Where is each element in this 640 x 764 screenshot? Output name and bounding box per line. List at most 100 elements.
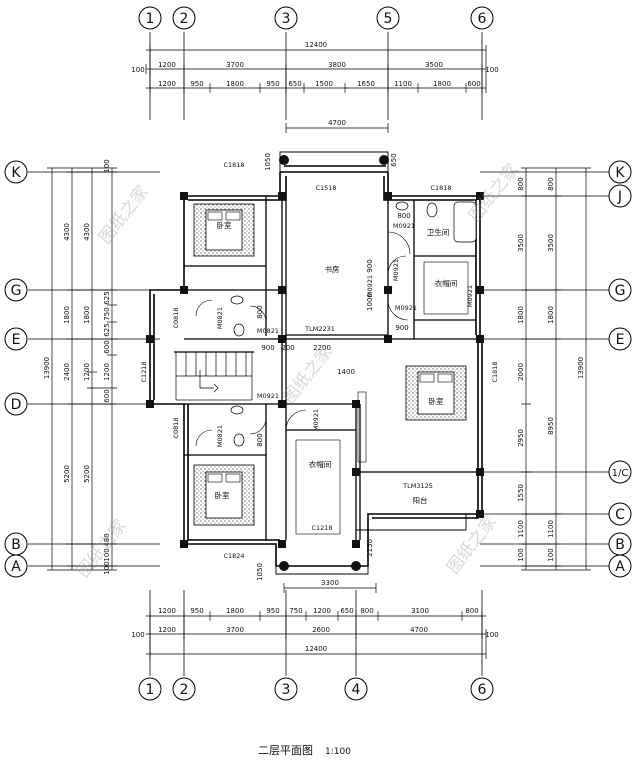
door-tag: M0821 (216, 425, 224, 447)
structural-columns (146, 155, 484, 571)
axis-bubbles-left (4, 160, 28, 578)
interior-dim: 800 (256, 305, 264, 318)
bottom-dim: 1200 (158, 626, 176, 634)
watermark-text: 图纸之家 (443, 512, 501, 578)
left-dim: 5200 (83, 465, 91, 483)
window-tag: C1218 (140, 361, 148, 382)
top-dim: 1200 (158, 61, 176, 69)
window-tag: C1818 (223, 161, 244, 169)
right-dim: 2950 (517, 429, 525, 447)
right-dim: 100 (517, 548, 525, 561)
axis-label-right: B (615, 537, 625, 553)
axis-labels-right: K J G E 1/C C B A (612, 165, 629, 575)
right-dim: 1100 (547, 520, 555, 538)
right-total-dim: 13900 (577, 357, 585, 379)
axis-label-left: K (11, 165, 21, 181)
bottom-dim: 1200 (158, 607, 176, 615)
door-tag: M0821 (216, 307, 224, 329)
axis-label-bottom: 2 (180, 682, 189, 698)
left-dim: 1200 (83, 363, 91, 381)
interior-dims: 800 800 900 900 1000 900 2200 1400 800 2… (256, 153, 411, 581)
bottom-edge-dim-left: 100 (131, 631, 144, 639)
top-dim: 1200 (158, 80, 176, 88)
door-tag: TLM3125 (402, 482, 433, 490)
door-tag: M0921 (392, 259, 400, 281)
axis-label-right: G (615, 283, 626, 299)
door-tag: M0921 (257, 392, 279, 400)
bottom-dim: 650 (340, 607, 353, 615)
interior-dim: 800 (397, 212, 410, 220)
interior-dim: 2200 (313, 344, 331, 352)
right-dim: 1800 (517, 306, 525, 324)
staircase (175, 351, 253, 401)
interior-dim: 1400 (337, 368, 355, 376)
left-dim: 1800 (63, 306, 71, 324)
axis-bubbles-bottom (138, 677, 494, 701)
left-small-dim: 1200 (103, 363, 111, 381)
left-small-dim: 100 (103, 561, 111, 574)
axis-label-top: 1 (146, 11, 155, 27)
interior-dim: 900 (261, 344, 274, 352)
right-dim: 800 (547, 177, 555, 190)
room-bedroom-east: 卧室 (429, 396, 444, 406)
axis-labels-bottom: 1 2 3 4 6 (146, 682, 487, 698)
bottom-dim: 3100 (411, 607, 429, 615)
door-tag: M0921 (466, 285, 474, 307)
axis-label-bottom: 6 (478, 682, 487, 698)
closet-shelves (295, 261, 469, 535)
axis-label-right: A (615, 559, 625, 575)
axis-label-top: 5 (384, 11, 393, 27)
left-small-dim: 750 (103, 307, 111, 320)
top-dim: 650 (288, 80, 301, 88)
axis-label-left: G (11, 283, 22, 299)
axis-label-left: E (12, 332, 21, 348)
left-small-dim: 100 (103, 548, 111, 561)
window-tag: C1218 (311, 524, 332, 532)
axis-label-left: A (11, 559, 21, 575)
door-tag: M0921 (395, 304, 417, 312)
room-closet-east: 衣帽间 (435, 278, 458, 288)
top-dim: 3700 (226, 61, 244, 69)
window-tag: C1818 (491, 361, 499, 382)
interior-dim: 1000 (366, 293, 374, 311)
drawing-scale: 1:100 (325, 747, 351, 757)
bottom-dim: 1800 (226, 607, 244, 615)
watermark-text: 图纸之家 (95, 182, 153, 248)
top-dim: 1500 (315, 80, 333, 88)
top-dim: 1800 (226, 80, 244, 88)
top-dim: 1650 (357, 80, 375, 88)
top-dim: 950 (266, 80, 279, 88)
door-swings (195, 231, 411, 447)
axis-label-bottom: 1 (146, 682, 155, 698)
axis-label-right: E (616, 332, 625, 348)
axis-label-bottom: 3 (282, 682, 291, 698)
axis-label-top: 3 (282, 11, 291, 27)
bed-bottom-left (193, 464, 255, 526)
interior-dim: 200 (281, 344, 294, 352)
top-dim-labels: 12400 100 100 1200 3700 3800 3500 1200 9… (131, 41, 498, 127)
balcony-top-dim: 4700 (328, 119, 346, 127)
right-dim: 8950 (547, 417, 555, 435)
bathroom-fixtures (230, 201, 477, 447)
interior-dim: 650 (390, 153, 398, 166)
right-dim: 1800 (547, 306, 555, 324)
top-dim: 950 (190, 80, 203, 88)
left-small-dim: 600 (103, 340, 111, 353)
balconies (275, 151, 467, 575)
right-dim-labels: 13900 800 3500 1800 2000 2950 1550 1100 … (517, 177, 585, 561)
bed-right (405, 365, 467, 421)
right-dim: 100 (547, 548, 555, 561)
window-tag: C1818 (430, 184, 451, 192)
top-dimensions (145, 45, 487, 133)
right-dim: 1550 (517, 484, 525, 502)
bed-top-left (193, 203, 255, 257)
top-dim: 600 (467, 80, 480, 88)
axis-label-bottom: 4 (352, 682, 361, 698)
bottom-edge-dim-right: 100 (485, 631, 498, 639)
axis-label-right: J (617, 189, 622, 205)
bottom-dim-labels: 1200 950 1800 950 750 1200 650 800 3100 … (131, 579, 498, 653)
axis-bubbles-right (608, 160, 632, 578)
interior-dim: 1050 (256, 563, 264, 581)
top-dim: 1100 (394, 80, 412, 88)
bottom-dim: 3700 (226, 626, 244, 634)
